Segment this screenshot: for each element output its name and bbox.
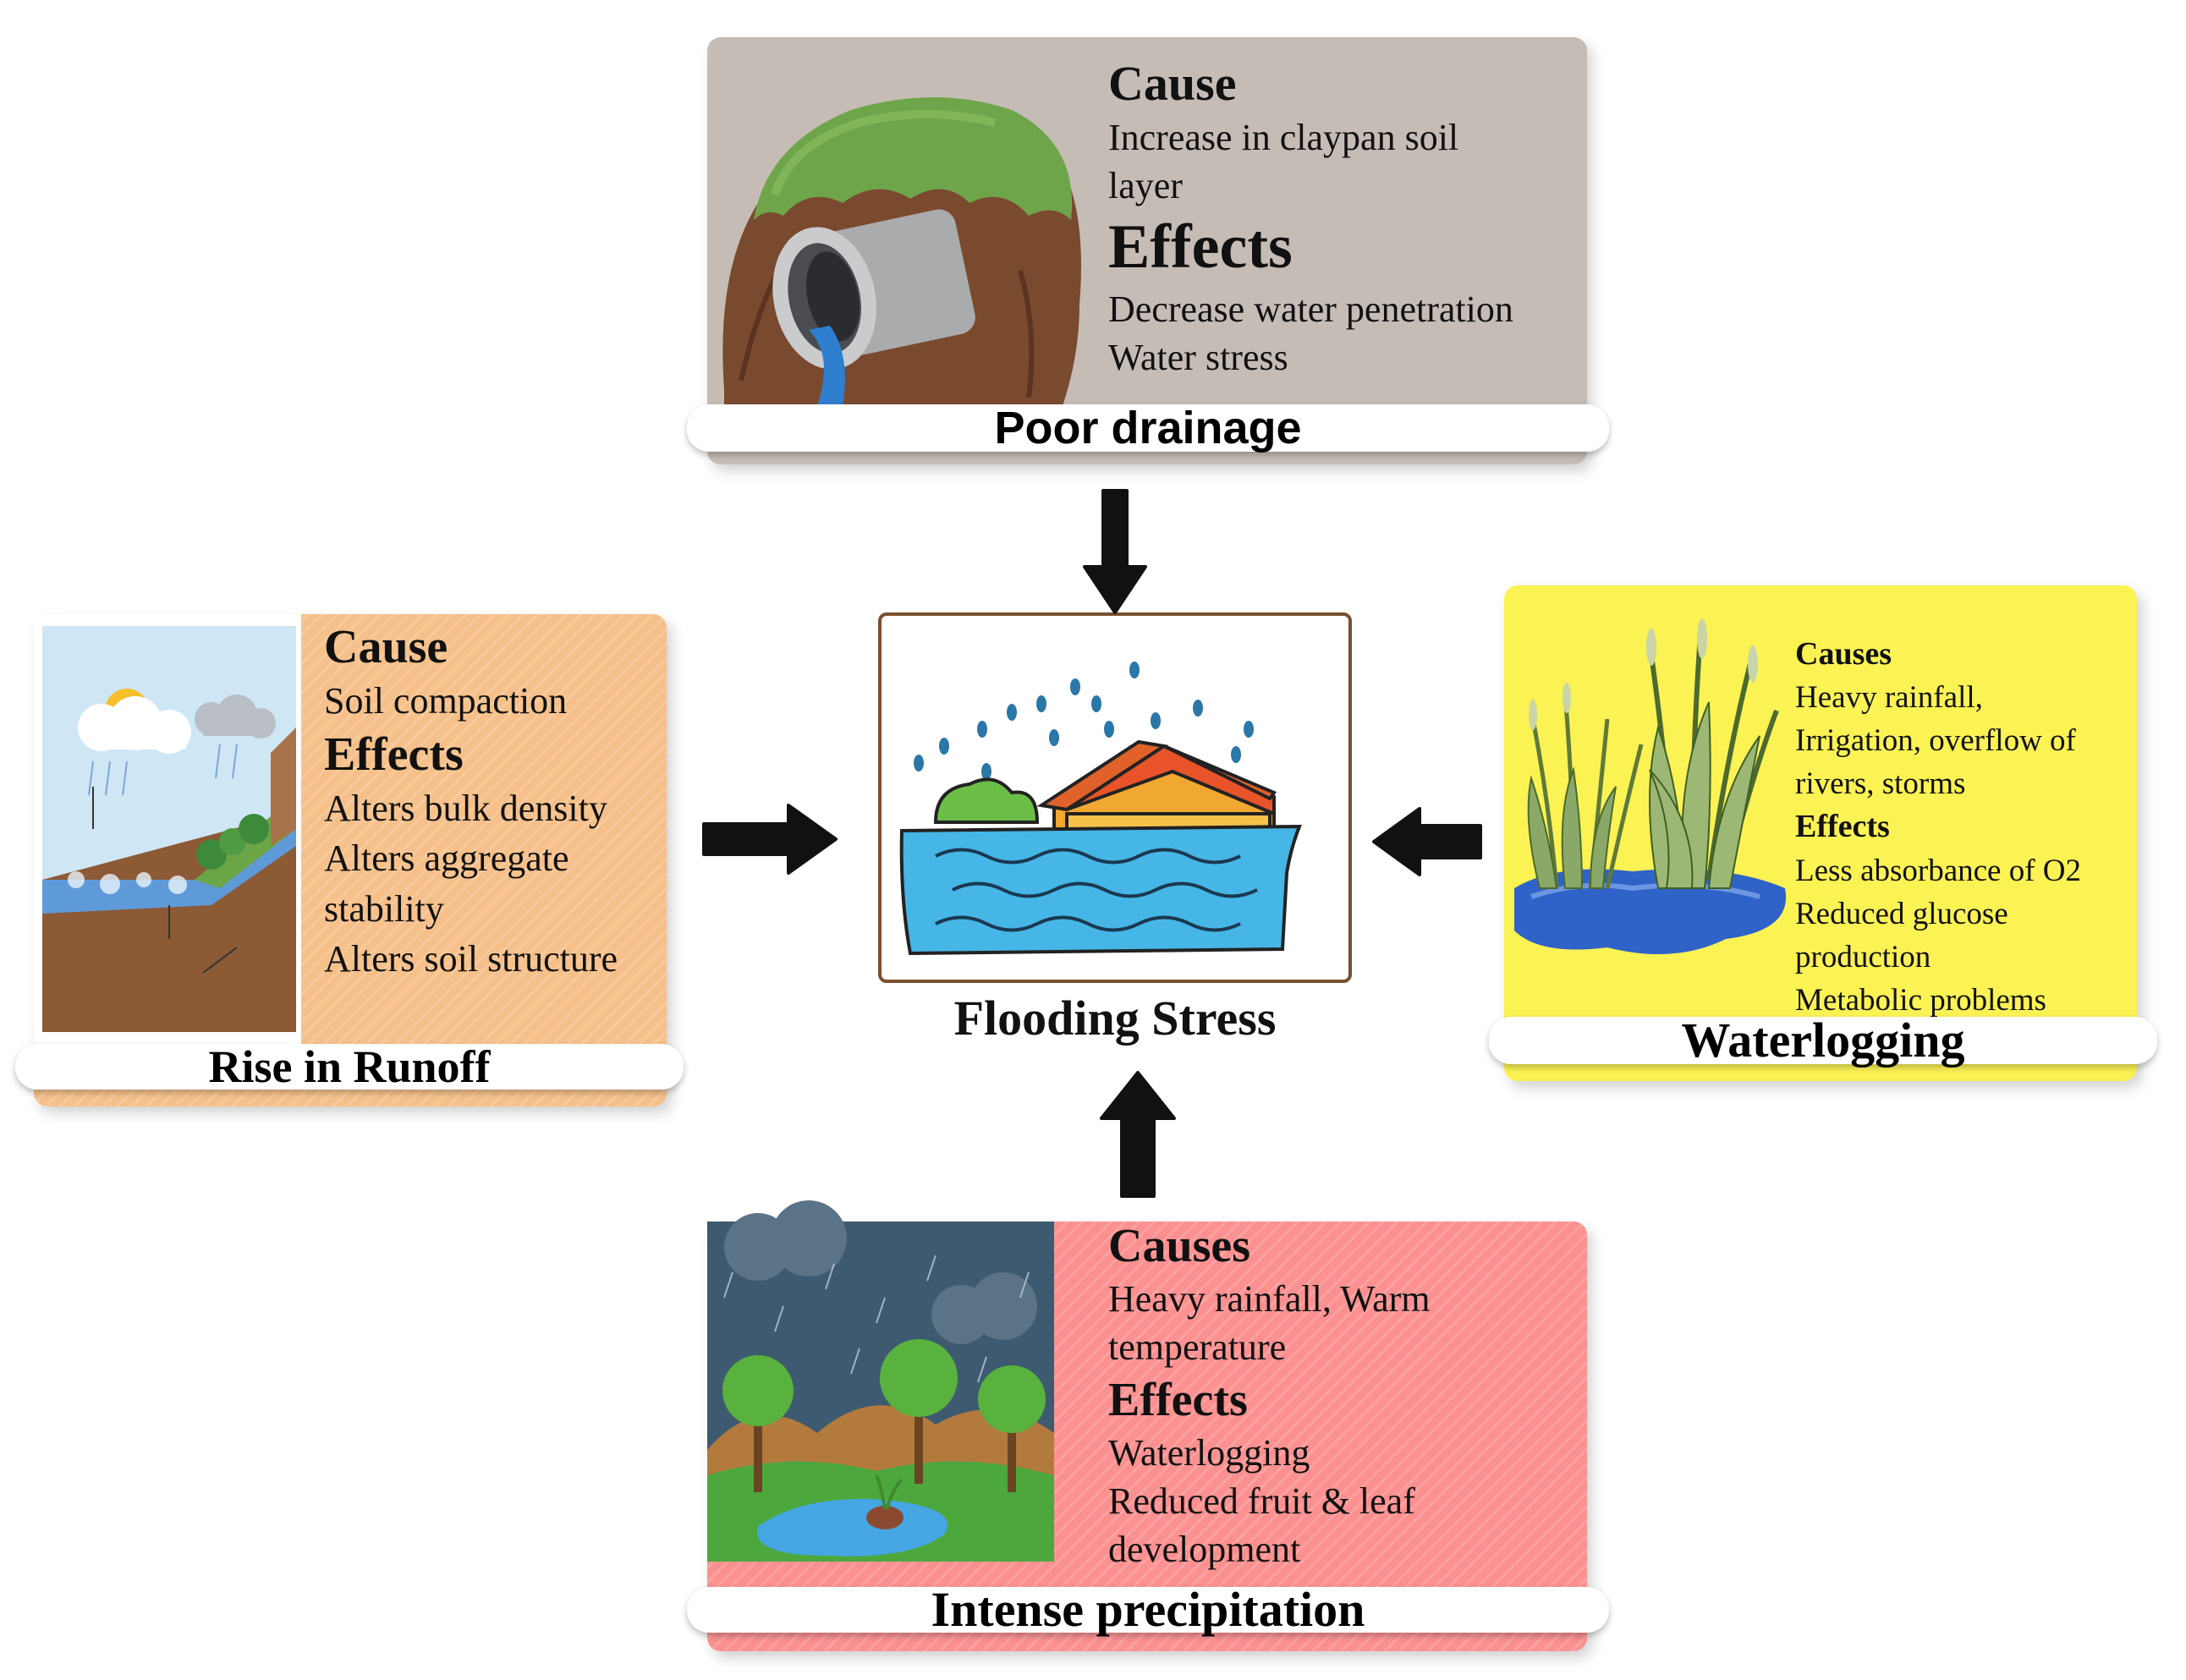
effects-heading: Effects [324, 727, 464, 781]
intense-precipitation-text: Causes Heavy rainfall, Warm temperature … [1108, 1218, 1582, 1573]
effect-line: Reduced fruit & leaf [1108, 1480, 1415, 1522]
effect-line: Alters bulk density [324, 787, 607, 829]
effects-heading: Effects [1108, 1373, 1248, 1426]
cause-heading: Cause [1108, 56, 1237, 111]
water-cycle-illustration [42, 626, 296, 1032]
flooded-house-illustration [899, 662, 1302, 956]
drainage-pipe-illustration [722, 97, 1081, 406]
cause-line: Irrigation, overflow of [1795, 723, 2076, 759]
intense-precipitation-label: Intense precipitation [687, 1585, 1609, 1634]
cause-line: rivers, storms [1795, 766, 1966, 802]
poor-drainage-label: Poor drainage [687, 404, 1609, 452]
rain-landscape-illustration [707, 1200, 1054, 1562]
effect-line: stability [324, 887, 444, 930]
arrow-up-icon [1100, 1071, 1176, 1198]
arrow-right-icon [702, 804, 838, 875]
waterlogging-text: Causes Heavy rainfall, Irrigation, overf… [1795, 633, 2134, 1022]
cause-line: temperature [1108, 1326, 1287, 1369]
effect-line: Metabolic problems [1795, 982, 2046, 1018]
effect-line: production [1795, 939, 1931, 975]
poor-drainage-text: Cause Increase in claypan soil layer Eff… [1108, 54, 1582, 382]
cause-line: Increase in claypan soil [1108, 116, 1459, 158]
arrow-left-icon [1372, 807, 1482, 876]
effect-line: development [1108, 1529, 1301, 1571]
cause-heading: Cause [324, 621, 448, 673]
flooding-stress-title: Flooding Stress [953, 991, 1277, 1046]
effect-line: Alters soil structure [324, 937, 618, 980]
waterlogging-label: Waterlogging [1489, 1016, 2157, 1065]
effects-heading: Effects [1795, 809, 1890, 845]
marsh-reeds-illustration [1514, 618, 1787, 954]
effect-line: Less absorbance of O2 [1795, 853, 2082, 888]
effect-line: Water stress [1108, 336, 1288, 378]
effect-line: Decrease water penetration [1108, 288, 1513, 330]
effect-line: Waterlogging [1108, 1431, 1310, 1474]
effect-line: Reduced glucose [1795, 896, 2008, 931]
rise-in-runoff-text: Cause Soil compaction Effects Alters bul… [324, 619, 662, 984]
cause-heading: Causes [1795, 636, 1892, 672]
cause-line: Soil compaction [324, 680, 568, 722]
rise-in-runoff-label: Rise in Runoff [15, 1044, 684, 1090]
cause-heading: Causes [1108, 1220, 1251, 1272]
effect-line: Alters aggregate [324, 837, 569, 880]
cause-line: Heavy rainfall, Warm [1108, 1278, 1431, 1320]
cause-line: Heavy rainfall, [1795, 680, 1983, 716]
arrow-down-icon [1083, 489, 1147, 614]
cause-line: layer [1108, 164, 1183, 206]
effects-heading: Effects [1108, 211, 1293, 282]
